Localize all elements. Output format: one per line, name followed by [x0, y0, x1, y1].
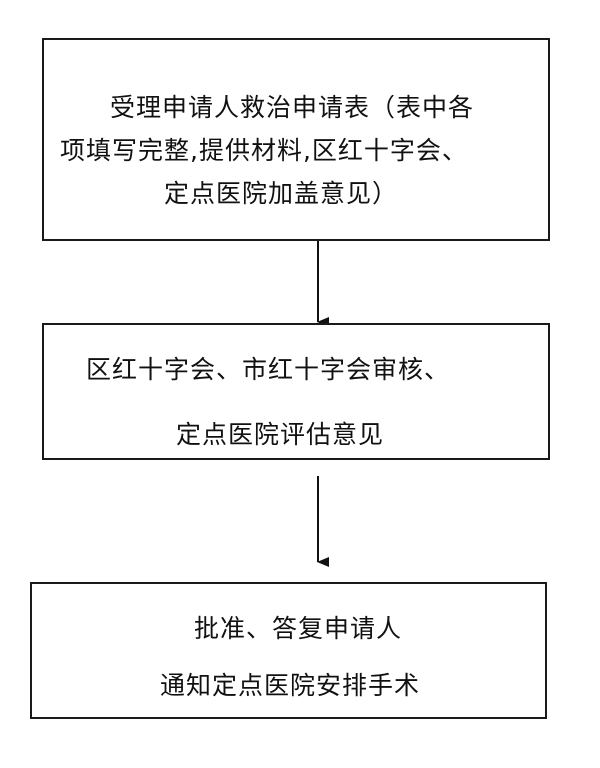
- flow-node-application-review: 受理申请人救治申请表（表中各 项填写完整,提供材料,区红十字会、 定点医院加盖意…: [42, 38, 550, 241]
- node-text-line: 批准、答复申请人: [194, 614, 403, 643]
- node-text-line: 区红十字会、市红十字会审核、: [86, 355, 451, 384]
- node-text-line: 项填写完整,提供材料,区红十字会、: [60, 136, 468, 165]
- node-text-line: 定点医院加盖意见）: [164, 179, 399, 208]
- flow-node-approval: 批准、答复申请人 通知定点医院安排手术: [30, 582, 547, 719]
- flow-node-red-cross-audit: 区红十字会、市红十字会审核、 定点医院评估意见: [42, 323, 550, 460]
- node-text-line: 通知定点医院安排手术: [160, 671, 421, 700]
- node-text-line: 定点医院评估意见: [176, 420, 385, 449]
- node-text-line: 受理申请人救治申请表（表中各: [110, 93, 475, 122]
